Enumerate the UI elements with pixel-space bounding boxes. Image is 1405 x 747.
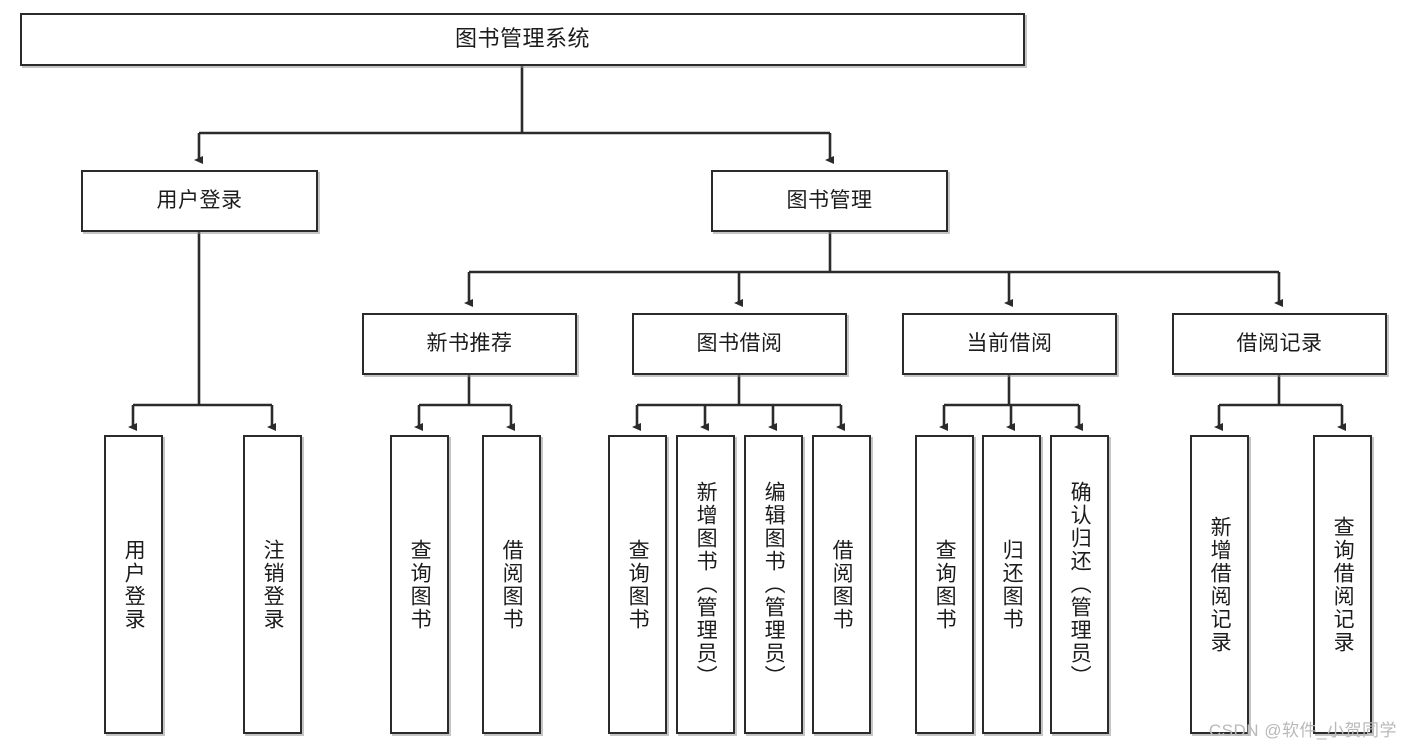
leaf-logout-login[interactable]: 注销登录 xyxy=(243,435,302,734)
node-label: 注销登录 xyxy=(261,538,285,631)
node-label: 用户登录 xyxy=(122,538,146,631)
leaf-query-book-2[interactable]: 查询图书 xyxy=(608,435,667,734)
leaf-add-borrow-record[interactable]: 新增借阅记录 xyxy=(1190,435,1249,734)
leaf-user-login[interactable]: 用户登录 xyxy=(104,435,163,734)
node-label: 图书管理系统 xyxy=(454,26,590,52)
node-new-book-recommend[interactable]: 新书推荐 xyxy=(362,313,577,375)
node-label: 查询图书 xyxy=(408,538,432,631)
node-label: 借阅记录 xyxy=(1236,332,1323,356)
node-user-login[interactable]: 用户登录 xyxy=(81,170,318,232)
node-book-borrow[interactable]: 图书借阅 xyxy=(632,313,847,375)
node-current-borrow[interactable]: 当前借阅 xyxy=(902,313,1117,375)
node-label: 查询图书 xyxy=(626,538,650,631)
csdn-watermark: CSDN @软件_小贺同学 xyxy=(1208,721,1397,740)
node-label: 查询借阅记录 xyxy=(1331,515,1355,654)
node-label: 借阅图书 xyxy=(830,538,854,631)
leaf-confirm-return-admin[interactable]: 确认归还（管理员） xyxy=(1050,435,1109,734)
node-label: 编辑图书（管理员） xyxy=(762,481,786,688)
node-label: 归还图书 xyxy=(1000,538,1024,631)
leaf-query-book-1[interactable]: 查询图书 xyxy=(390,435,449,734)
node-label: 图书借阅 xyxy=(696,332,783,356)
leaf-query-borrow-record[interactable]: 查询借阅记录 xyxy=(1313,435,1372,734)
leaf-edit-book-admin[interactable]: 编辑图书（管理员） xyxy=(744,435,803,734)
node-label: 借阅图书 xyxy=(500,538,524,631)
node-label: 新增借阅记录 xyxy=(1208,515,1232,654)
node-borrow-record[interactable]: 借阅记录 xyxy=(1172,313,1387,375)
node-label: 新增图书（管理员） xyxy=(694,481,718,688)
node-label: 确认归还（管理员） xyxy=(1068,481,1092,688)
leaf-return-book[interactable]: 归还图书 xyxy=(982,435,1041,734)
node-label: 用户登录 xyxy=(156,189,243,213)
node-label: 新书推荐 xyxy=(426,332,513,356)
leaf-query-book-3[interactable]: 查询图书 xyxy=(915,435,974,734)
node-label: 图书管理 xyxy=(786,189,873,213)
leaf-borrow-book-1[interactable]: 借阅图书 xyxy=(482,435,541,734)
node-label: 查询图书 xyxy=(933,538,957,631)
node-label: 当前借阅 xyxy=(966,332,1053,356)
leaf-add-book-admin[interactable]: 新增图书（管理员） xyxy=(676,435,735,734)
node-book-management[interactable]: 图书管理 xyxy=(711,170,948,232)
leaf-borrow-book-2[interactable]: 借阅图书 xyxy=(812,435,871,734)
node-root-system[interactable]: 图书管理系统 xyxy=(20,13,1025,66)
